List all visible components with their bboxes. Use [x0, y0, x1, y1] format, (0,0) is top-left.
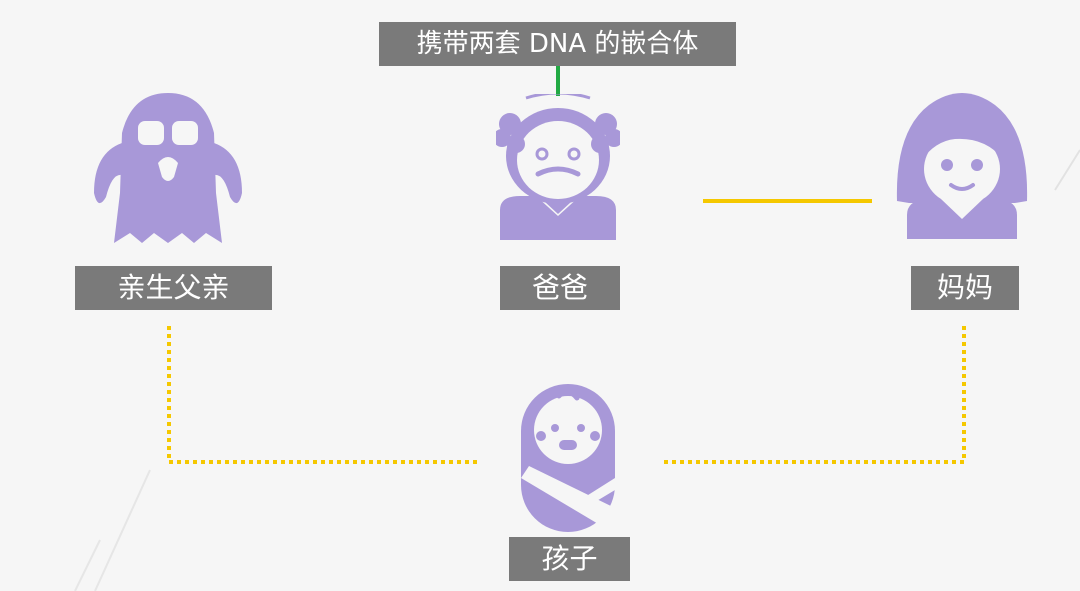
father-label: 爸爸 — [500, 266, 620, 310]
old-man-icon — [496, 94, 620, 240]
woman-icon — [896, 93, 1028, 239]
child-label: 孩子 — [509, 537, 630, 581]
baby-icon — [521, 384, 615, 532]
ghost-icon — [94, 93, 242, 243]
mother-label: 妈妈 — [911, 266, 1019, 310]
background-stroke — [1054, 149, 1080, 191]
biological-father-child-link — [167, 326, 478, 464]
chimera-caption: 携带两套 DNA 的嵌合体 — [379, 22, 736, 66]
background-stroke — [74, 539, 101, 591]
background-stroke — [94, 469, 151, 591]
mother-child-link — [662, 326, 966, 464]
biological-father-label: 亲生父亲 — [75, 266, 272, 310]
